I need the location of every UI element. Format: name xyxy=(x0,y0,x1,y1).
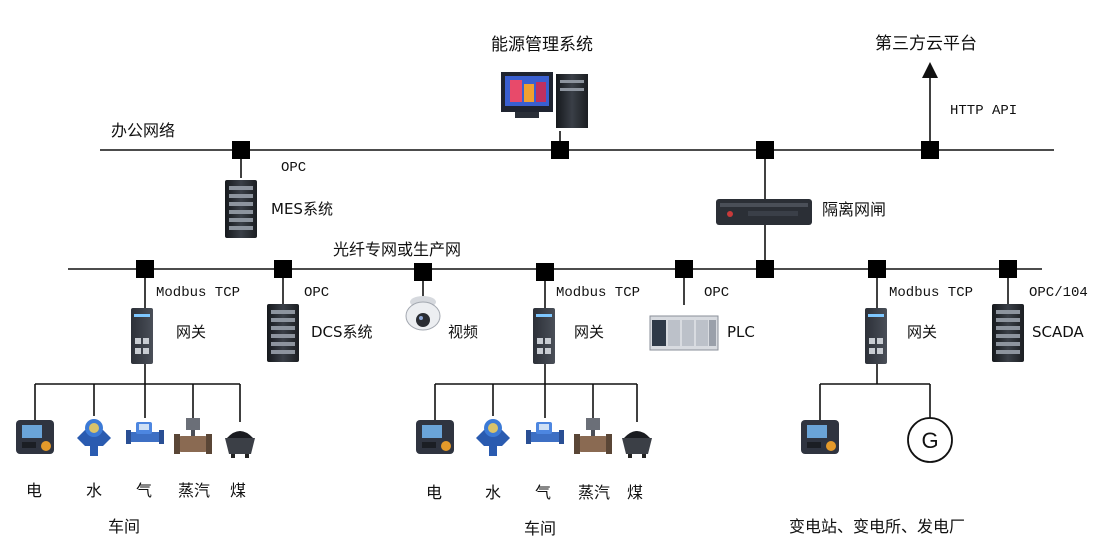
left-item-gas: 气 xyxy=(136,481,153,500)
scada-server-icon xyxy=(992,304,1024,362)
fiber-network-label: 光纤专网或生产网 xyxy=(333,240,462,259)
office-network-label: 办公网络 xyxy=(111,121,176,140)
mid-water-meter-icon xyxy=(476,419,510,456)
node-scada xyxy=(999,260,1017,278)
right-gateway-icon xyxy=(865,308,887,364)
camera-icon xyxy=(405,296,441,331)
video-label: 视频 xyxy=(448,323,479,341)
mid-item-coal: 煤 xyxy=(627,483,644,502)
mid-item-electric: 电 xyxy=(426,483,443,502)
node-api xyxy=(921,141,939,159)
left-gas-meter-icon xyxy=(126,422,164,444)
node-plc xyxy=(675,260,693,278)
mes-server-icon xyxy=(225,180,257,238)
left-coal-icon xyxy=(225,431,255,458)
dcs-protocol-label: OPC xyxy=(304,285,330,301)
gatekeeper-label: 隔离网闸 xyxy=(822,200,887,219)
right-gateway-label: 网关 xyxy=(907,323,938,341)
left-water-meter-icon xyxy=(77,419,111,456)
left-gateway-label: 网关 xyxy=(176,323,207,341)
mid-gateway-label: 网关 xyxy=(574,323,605,341)
mid-electric-meter-icon xyxy=(416,420,454,454)
mid-gateway-icon xyxy=(533,308,555,364)
right-caption: 变电站、变电所、发电厂 xyxy=(789,517,966,536)
plc-icon xyxy=(649,315,719,351)
scada-label: SCADA xyxy=(1032,323,1084,341)
node-left-gateway xyxy=(136,260,154,278)
dcs-label: DCS系统 xyxy=(311,323,373,341)
node-right-gateway xyxy=(868,260,886,278)
node-mid-gateway xyxy=(536,263,554,281)
plc-protocol-label: OPC xyxy=(704,285,730,301)
left-item-coal: 煤 xyxy=(230,481,247,500)
left-gateway-icon xyxy=(131,308,153,364)
bus-nodes xyxy=(136,141,1017,281)
mid-steam-meter-icon xyxy=(574,418,612,454)
scada-protocol-label: OPC/104 xyxy=(1029,285,1088,301)
left-caption: 车间 xyxy=(108,517,141,536)
arrow-up-icon xyxy=(922,62,938,78)
mid-protocol-label: Modbus TCP xyxy=(556,285,641,301)
mid-item-steam: 蒸汽 xyxy=(578,483,611,502)
generator-icon: G xyxy=(907,417,953,463)
mid-item-water: 水 xyxy=(485,483,502,502)
mid-caption: 车间 xyxy=(524,519,557,538)
opc-top-label: OPC xyxy=(281,160,307,176)
node-gatekeeper-bottom xyxy=(756,260,774,278)
node-mes xyxy=(232,141,250,159)
node-dcs xyxy=(274,260,292,278)
right-electric-meter-icon xyxy=(801,420,839,454)
plc-label: PLC xyxy=(727,323,755,341)
node-ems xyxy=(551,141,569,159)
dcs-server-icon xyxy=(267,304,299,362)
mid-gas-meter-icon xyxy=(526,422,564,444)
left-item-steam: 蒸汽 xyxy=(178,481,211,500)
left-protocol-label: Modbus TCP xyxy=(156,285,241,301)
left-item-electric: 电 xyxy=(26,481,43,500)
bus-lines xyxy=(34,76,1054,422)
mid-item-gas: 气 xyxy=(535,483,552,502)
right-protocol-label: Modbus TCP xyxy=(889,285,974,301)
third-party-label: 第三方云平台 xyxy=(875,34,977,54)
http-api-label: HTTP API xyxy=(950,103,1018,119)
left-steam-meter-icon xyxy=(174,418,212,454)
left-electric-meter-icon xyxy=(16,420,54,454)
node-gatekeeper-top xyxy=(756,141,774,159)
gatekeeper-icon xyxy=(716,199,812,225)
workstation-icon xyxy=(501,72,588,128)
mes-label: MES系统 xyxy=(271,200,333,218)
generator-symbol: G xyxy=(921,428,938,453)
node-video xyxy=(414,263,432,281)
mid-coal-icon xyxy=(622,431,652,458)
energy-system-label: 能源管理系统 xyxy=(491,35,593,55)
left-item-water: 水 xyxy=(86,481,103,500)
